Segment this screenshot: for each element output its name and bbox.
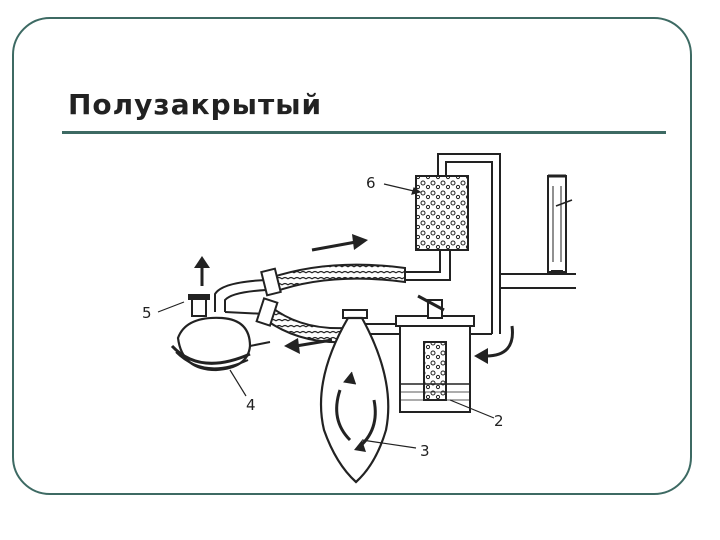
right-pipes — [470, 273, 576, 335]
label-valve: 5 — [142, 304, 152, 322]
label-bag: 3 — [420, 442, 430, 460]
leader-lines — [157, 183, 495, 449]
flow-arrow-right-icon — [311, 234, 368, 252]
flow-arrow-left-icon — [284, 338, 333, 354]
flow-arrow-curved-icon — [474, 325, 514, 364]
label-absorber: 6 — [366, 174, 376, 192]
label-vaporizer: 2 — [494, 412, 504, 430]
flowmeter-tube — [547, 174, 573, 274]
slide-title: Полузакрытый — [68, 88, 323, 121]
inspiratory-corrugated-tube — [268, 263, 406, 294]
exhaust-valve — [188, 294, 210, 317]
label-mask: 4 — [246, 396, 256, 414]
expiratory-corrugated-tube — [264, 304, 346, 344]
absorber-canister — [415, 175, 469, 251]
top-u-pipe — [437, 153, 501, 334]
absorber-outlet-pipe — [405, 250, 451, 281]
flow-arrow-up-icon — [194, 256, 210, 286]
y-connector — [214, 267, 282, 327]
title-underline — [62, 131, 666, 134]
slide-frame — [12, 17, 692, 495]
vaporizer-jar — [395, 294, 475, 413]
face-mask — [170, 316, 271, 372]
